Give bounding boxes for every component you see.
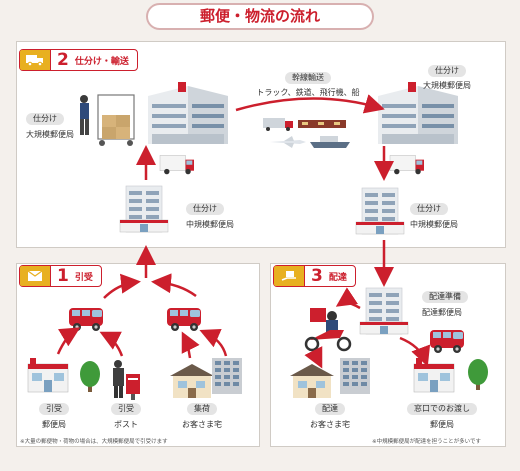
origin-large-office-label: 仕分け 大規模郵便局 [26, 112, 74, 141]
window-pickup-name: 郵便局 [430, 420, 454, 429]
home-delivery-name: お客さま宅 [310, 420, 350, 429]
section-1-number: 1 [57, 266, 69, 286]
window-pickup-label: 窓口でのお渡し 郵便局 [392, 402, 492, 431]
trunk-transport-arrow [235, 94, 385, 114]
accept-post-name: ポスト [114, 420, 138, 429]
delivery-van-icon [159, 155, 194, 175]
section-2-label: 2 仕分け・輸送 [19, 49, 138, 71]
section-2-text: 仕分け・輸送 [74, 56, 129, 67]
home-delivery-tag: 配達 [315, 403, 345, 415]
trunk-transport-tag: 幹線輸送 [285, 72, 331, 84]
motorbike-courier-icon [304, 308, 352, 352]
origin-mid-office-name: 中規模郵便局 [186, 220, 234, 229]
delivery-prep-name: 配達郵便局 [422, 308, 462, 317]
house-icon [170, 364, 214, 398]
left-footnote: ※大量の郵便物・荷物の場合は、大規模郵便局で引受けます [20, 439, 168, 445]
accept-post-label: 引受 ポスト [100, 402, 152, 431]
house-icon [290, 364, 334, 398]
destination-large-office-tag: 仕分け [428, 65, 466, 77]
origin-large-office-tag: 仕分け [26, 113, 64, 125]
tree-icon [80, 361, 100, 392]
truck-icon [20, 50, 51, 70]
van-to-mid-arrow [103, 273, 141, 299]
collection-van-icon [167, 308, 201, 331]
office-to-van-arrow [56, 327, 81, 355]
section-1-label: 1 引受 [19, 265, 102, 287]
office-to-window-arrow [399, 336, 431, 367]
destination-large-office-label: 仕分け 大規模郵便局 [412, 64, 482, 92]
trunk-transport-modes: トラック、鉄道、飛行機、船 [256, 88, 360, 97]
motorbike-to-homes-arrow [304, 346, 323, 369]
acceptance-panel [16, 263, 260, 447]
train-icon [298, 120, 346, 128]
delivery-prep-tag: 配達準備 [422, 291, 468, 303]
home-to-van-arrow [181, 331, 200, 359]
airplane-icon [270, 136, 306, 148]
collection-tag: 集荷 [187, 403, 217, 415]
section-3-text: 配達 [328, 272, 347, 283]
apartment-to-van-arrow [199, 328, 228, 357]
destination-mid-office-tag: 仕分け [410, 203, 448, 215]
destination-large-office-name: 大規模郵便局 [423, 81, 471, 90]
mailbox-icon [126, 374, 140, 400]
accept-office-label: 引受 郵便局 [28, 402, 80, 431]
delivery-office-icon [359, 287, 409, 335]
collection-van-icon [69, 308, 103, 331]
destination-mid-office-label: 仕分け 中規模郵便局 [410, 202, 458, 231]
window-pickup-tag: 窓口でのお渡し [407, 403, 477, 415]
post-office-icon [27, 357, 69, 393]
apartment-icon [340, 358, 370, 394]
origin-large-office-name: 大規模郵便局 [26, 130, 74, 139]
page-title: 郵便・物流の流れ [146, 3, 374, 30]
worker-with-cart-icon [80, 94, 135, 146]
section-2-number: 2 [57, 50, 69, 70]
collection-label: 集荷 お客さま宅 [172, 402, 232, 431]
accept-office-tag: 引受 [39, 403, 69, 415]
section-3-label: 3 配達 [273, 265, 356, 287]
apartment-icon [212, 358, 242, 394]
section-3-number: 3 [311, 266, 323, 286]
delivery-prep-label: 配達準備 配達郵便局 [422, 290, 468, 319]
right-footnote: ※中規模郵便局が配達を担うことが多いです [372, 439, 481, 445]
truck-icon [263, 118, 293, 131]
delivery-van-icon [389, 155, 424, 175]
person-posting-icon [113, 360, 124, 398]
hand-package-icon [274, 266, 305, 286]
origin-large-office-icon [148, 82, 228, 144]
origin-mid-office-tag: 仕分け [186, 203, 224, 215]
section-1-text: 引受 [74, 272, 93, 283]
van-to-mid-arrow [151, 273, 197, 298]
mail-box-icon [20, 266, 51, 286]
post-to-van-arrow [99, 331, 124, 357]
origin-mid-office-icon [119, 185, 169, 233]
home-delivery-label: 配達 お客さま宅 [300, 402, 360, 431]
ship-icon [310, 136, 350, 148]
trunk-transport-label: 幹線輸送 トラック、鉄道、飛行機、船 [248, 71, 368, 99]
office-to-motorbike-arrow [335, 287, 361, 310]
accept-office-name: 郵便局 [42, 420, 66, 429]
accept-post-tag: 引受 [111, 403, 141, 415]
destination-mid-office-icon [355, 187, 405, 235]
post-office-icon [413, 357, 455, 393]
delivery-van-icon [430, 330, 464, 353]
destination-mid-office-name: 中規模郵便局 [410, 220, 458, 229]
collection-name: お客さま宅 [182, 420, 222, 429]
origin-mid-office-label: 仕分け 中規模郵便局 [186, 202, 234, 231]
tree-icon [468, 359, 488, 390]
